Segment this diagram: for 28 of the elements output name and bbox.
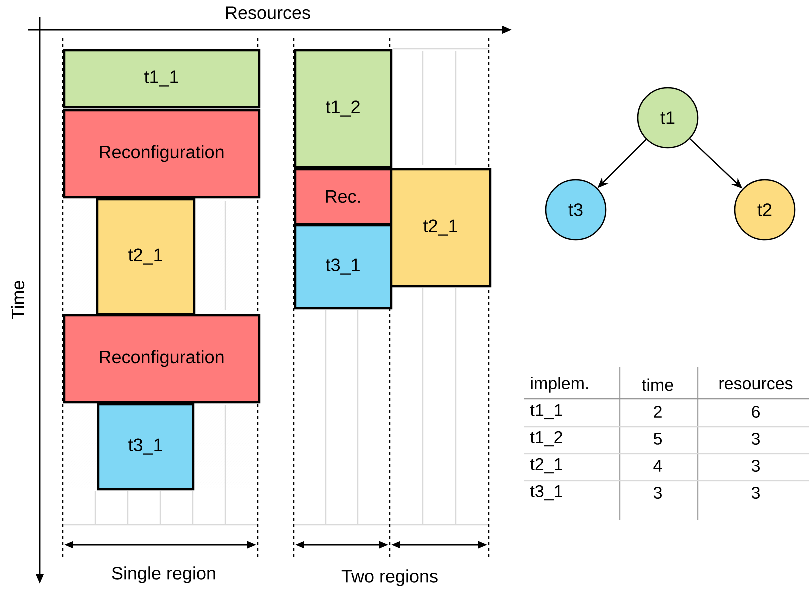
table-cell: 6 [752, 406, 760, 418]
table-cell: resources [720, 380, 793, 390]
dimension-label: Single region [112, 566, 216, 584]
axis-label: Resources [226, 6, 310, 20]
table-cell: 3 [752, 432, 760, 446]
schedule-block: t3_1 [294, 224, 393, 310]
schedule-block: Rec. [294, 168, 393, 226]
table-cell: 5 [654, 433, 662, 445]
schedule-block: Reconfiguration [63, 109, 261, 199]
schedule-block: t1_2 [294, 49, 393, 169]
table-cell: t2_1 [530, 458, 562, 474]
table-cell: 2 [654, 406, 662, 418]
table-cell: t1_2 [530, 431, 562, 447]
schedule-block: t2_1 [390, 168, 492, 288]
axis-label: Time [11, 281, 25, 320]
schedule-block: t3_1 [97, 403, 195, 491]
schedule-block: t1_1 [63, 49, 261, 109]
table-cell: time [642, 378, 674, 392]
table-cell: 3 [752, 486, 760, 500]
table-cell: 4 [654, 460, 662, 472]
table-cell: t1_1 [530, 404, 562, 420]
table-cell: implem. [531, 377, 588, 393]
table-cell: 3 [752, 460, 760, 472]
dimension-label: Two regions [342, 570, 438, 586]
table-cell: t3_1 [530, 485, 562, 501]
schedule-block: t2_1 [96, 198, 196, 316]
table-cell: 3 [654, 486, 662, 500]
schedule-block: Reconfiguration [63, 314, 261, 404]
